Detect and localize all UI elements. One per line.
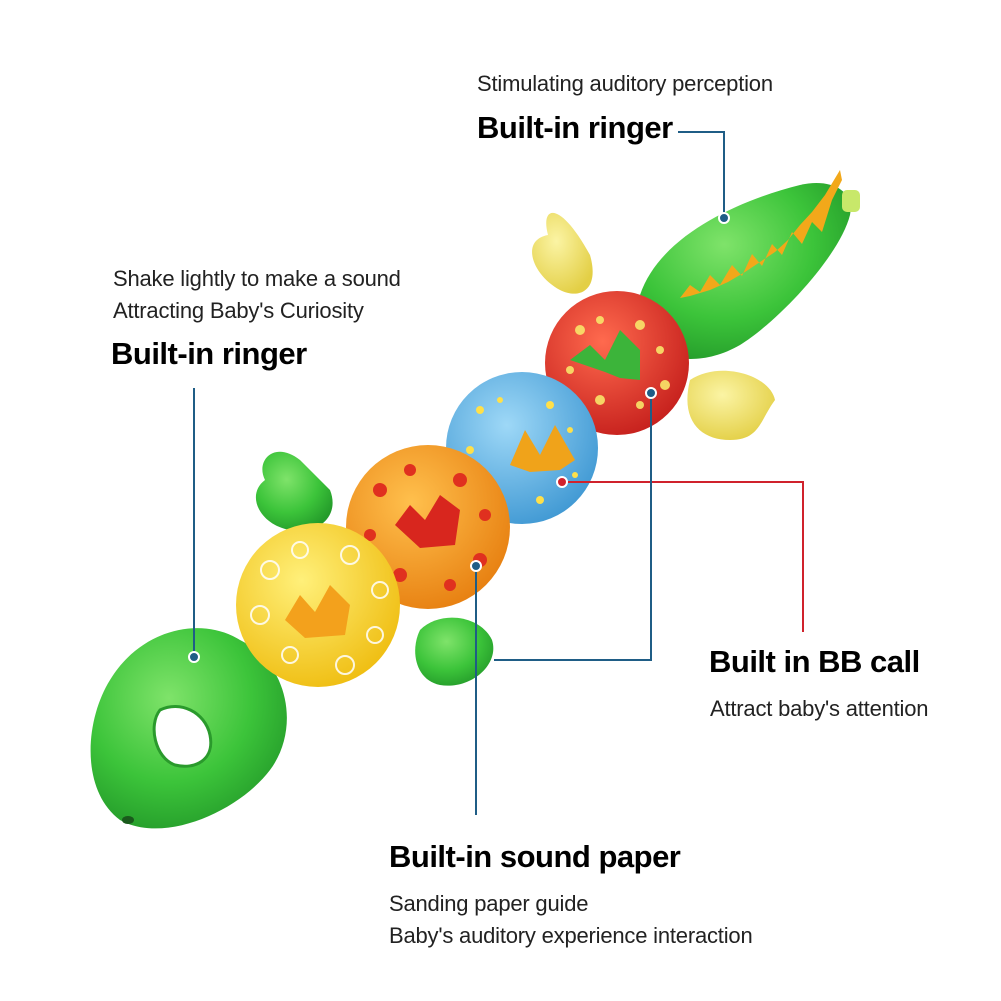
left-ringer-title: Built-in ringer (111, 336, 307, 371)
orange-zigzag-yellow-ball (285, 585, 350, 638)
tag-ribbon (842, 190, 860, 212)
crocodile-nostril (122, 816, 134, 824)
orange-zigzag (510, 425, 575, 472)
top-ringer-title: Built-in ringer (477, 110, 673, 145)
crocodile-mouth (152, 704, 213, 768)
yellow-wing-right (687, 370, 775, 440)
sound-paper-title: Built-in sound paper (389, 839, 681, 874)
orange-ball-dots (364, 464, 491, 591)
bb-call-title: Built in BB call (709, 644, 920, 679)
callout-line-sound-paper-ball (494, 393, 652, 661)
sound-paper-subtitle-line2: Baby's auditory experience interaction (389, 923, 753, 948)
yellow-ball (236, 523, 400, 687)
green-wing-right (415, 617, 494, 686)
sound-paper-subtitle-line1: Sanding paper guide (389, 891, 589, 916)
callout-line-bb-call (562, 481, 804, 632)
red-zigzag (395, 495, 460, 548)
callout-dot-sound-paper-red (645, 387, 657, 399)
callout-lines (188, 131, 804, 815)
yellow-ball-flowers (250, 541, 389, 675)
callout-line-top-ringer (678, 131, 725, 215)
callout-dot-sound-paper-orange (470, 560, 482, 572)
red-ball-dots (566, 316, 670, 409)
left-ringer-subtitle-line1: Shake lightly to make a sound (113, 266, 401, 291)
callout-dot-left-ringer (188, 651, 200, 663)
bb-call-subtitle: Attract baby's attention (710, 696, 929, 721)
green-zigzag (570, 330, 640, 380)
blue-ball-dots (466, 397, 578, 504)
top-ringer-subtitle: Stimulating auditory perception (477, 71, 773, 96)
yellow-wing-top (532, 212, 593, 294)
left-ringer-subtitle-line2: Attracting Baby's Curiosity (113, 298, 364, 323)
callout-dot-top-ringer (718, 212, 730, 224)
callout-dot-bb-call (556, 476, 568, 488)
green-wing-left (255, 451, 333, 531)
